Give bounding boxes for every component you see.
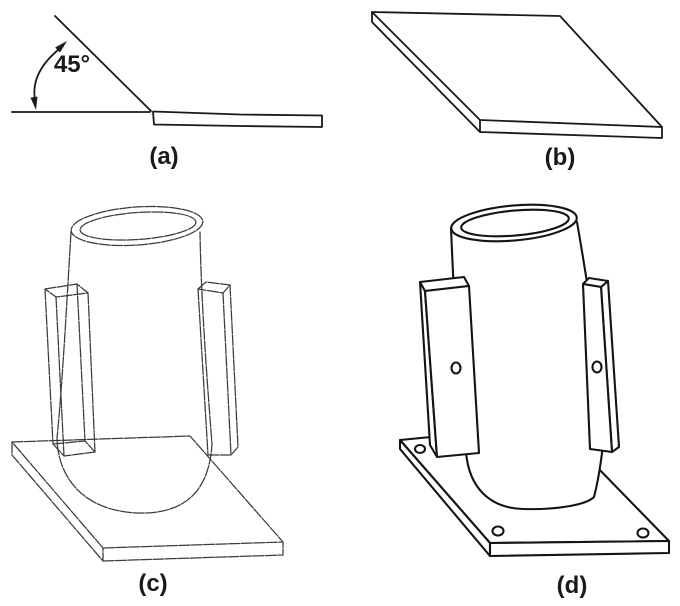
panel-c-drawing: [11, 205, 284, 562]
right-gusset-hole: [591, 360, 603, 374]
plate-edge-view-bar: [152, 110, 323, 128]
cylinder-sides-and-base-curve: [56, 231, 213, 514]
panel-d-caption: (d): [556, 572, 588, 599]
panel-c-caption: (c): [138, 570, 168, 597]
cylinder-top-inner-ellipse: [460, 208, 570, 238]
base-plate-wireframe: [11, 435, 284, 562]
left-gusset-bottom-face: [52, 440, 96, 457]
cylinder-top-inner-ellipse: [79, 211, 197, 241]
cylinder-wireframe: [56, 205, 213, 514]
panel-a-drawing: [11, 15, 323, 128]
right-gusset-top-face: [197, 281, 231, 294]
bolt-hole-front-right: [636, 527, 650, 539]
arrowhead-upper-icon: [55, 41, 67, 53]
flat-plate-isometric: [371, 11, 663, 139]
cylinder-top-outer-ellipse: [450, 203, 578, 243]
plate-thickness-edges: [371, 11, 663, 139]
right-gusset-bottom-face: [207, 446, 239, 456]
plate-top-face: [371, 11, 663, 128]
arrowhead-lower-icon: [30, 96, 38, 110]
left-gusset-solid: [418, 275, 481, 459]
panel-b-caption: (b): [544, 144, 576, 171]
right-gusset-vertical-edges: [197, 284, 239, 456]
panel-a-caption: (a): [149, 143, 179, 170]
cylinder-top-outer-ellipse: [70, 205, 204, 247]
left-gusset-top-face: [44, 283, 89, 298]
right-gusset-wireframe: [197, 281, 239, 456]
base-plate-holes: [413, 443, 650, 539]
angle-dimension-label: 45°: [53, 51, 91, 78]
angle-dimension-arc: [33, 45, 64, 101]
left-gusset-wireframe: [44, 283, 96, 457]
panel-d-drawing: [398, 203, 671, 558]
left-gusset-vertical-edges: [44, 283, 96, 457]
base-plate-front-side-face: [488, 539, 671, 558]
panel-b-drawing: [371, 11, 663, 139]
angle-construction: [11, 15, 152, 113]
bolt-hole-back-left: [413, 443, 427, 455]
right-gusset-solid: [581, 276, 621, 454]
left-gusset-hole: [450, 361, 462, 375]
inclined-45-line: [54, 15, 152, 112]
bolt-hole-front-left: [491, 525, 505, 537]
base-plate-top-face: [11, 435, 284, 549]
cylinder-silhouette-fill: [451, 222, 605, 510]
base-plate-thickness-edges: [11, 441, 284, 562]
